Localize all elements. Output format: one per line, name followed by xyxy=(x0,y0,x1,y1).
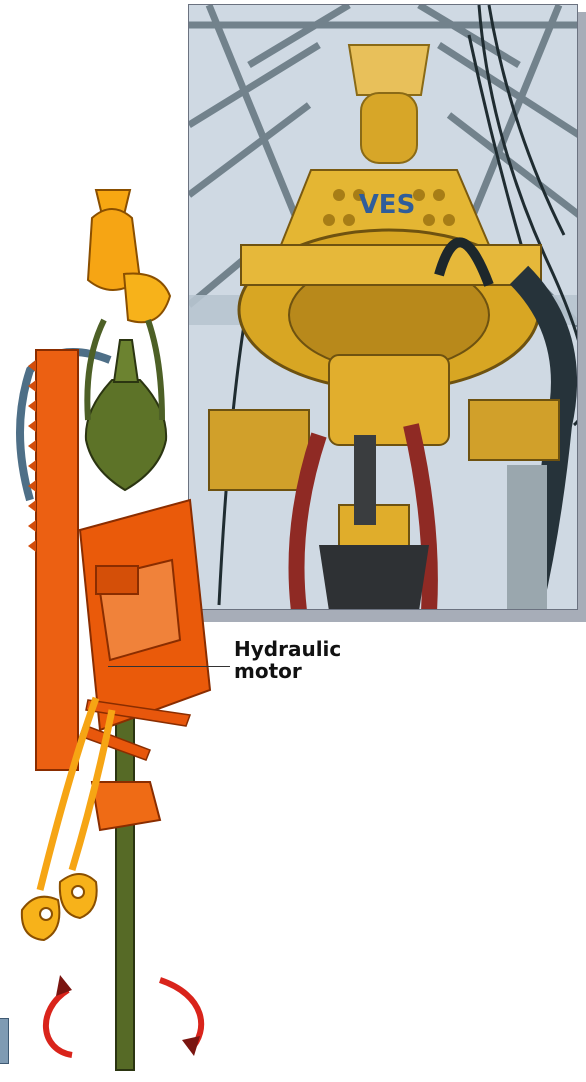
label-leader-line xyxy=(108,666,230,667)
rotation-arrow-left xyxy=(46,990,72,1055)
pipe-handler xyxy=(92,782,160,830)
top-drive-photo: VES xyxy=(188,4,578,610)
hydraulic-motor-label: Hydraulic motor xyxy=(234,638,341,682)
top-drive-schematic xyxy=(0,170,230,1082)
rack-teeth xyxy=(28,360,36,552)
photo-canvas: VES xyxy=(188,4,578,610)
swivel-bail xyxy=(124,273,170,322)
arrowhead-right xyxy=(182,1036,200,1056)
nav-tab-fragment[interactable] xyxy=(0,1018,9,1064)
ves-logo: VES xyxy=(359,190,416,220)
swivel-body xyxy=(86,380,166,490)
arrowhead-left xyxy=(56,975,72,996)
photo-illustration: VES xyxy=(189,5,578,610)
gooseneck xyxy=(114,340,138,382)
guide-rail xyxy=(36,350,78,770)
